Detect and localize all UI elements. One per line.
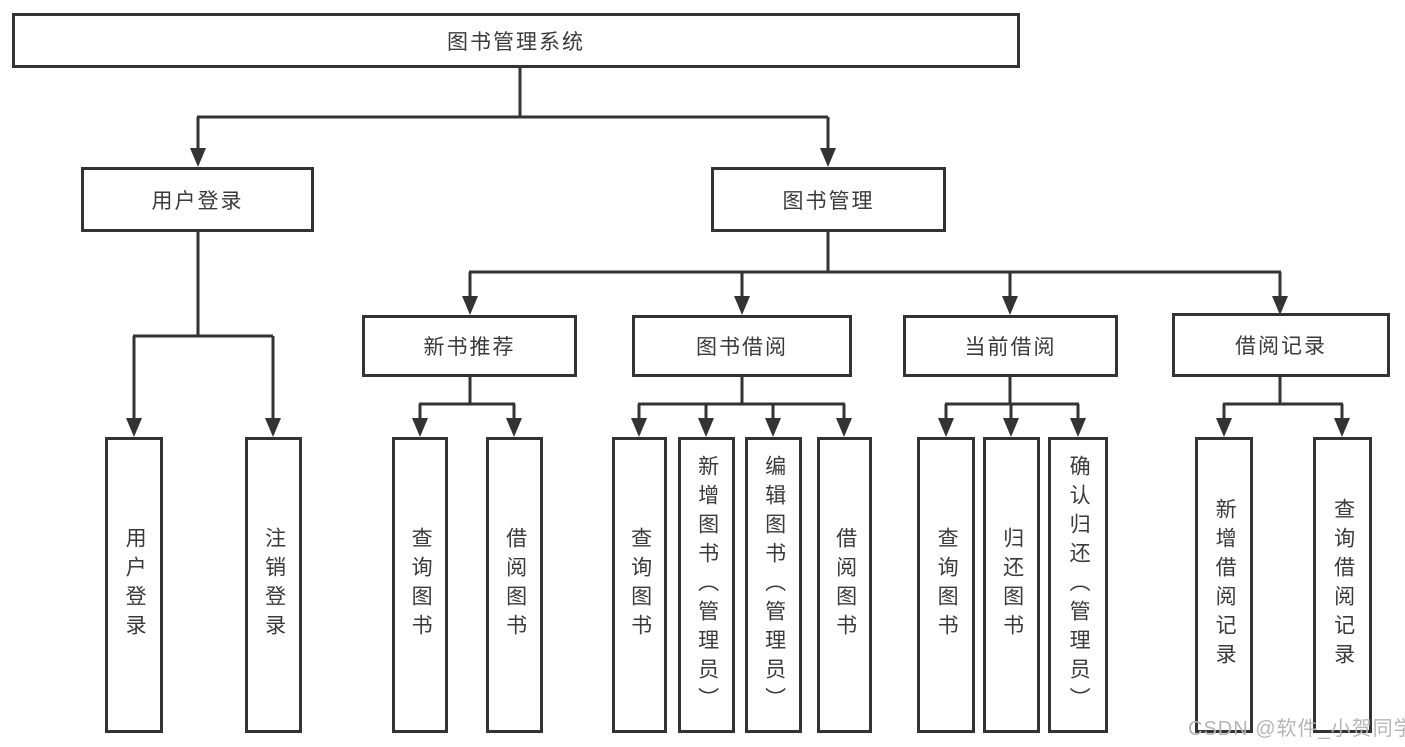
edge-book-mgmt-to-level3 [468,232,1282,301]
leaf-confirm-return-admin: 确认归还（管理员） [1048,437,1108,733]
node-label: 用户登录 [151,189,244,213]
node-label: 新增图书（管理员） [695,454,719,716]
node-label: 借阅图书 [833,527,857,643]
node-label: 查询借阅记录 [1331,498,1355,672]
leaf-borrow-books-recommend: 借阅图书 [486,437,543,733]
arrowheads [126,148,1350,437]
leaf-edit-books-admin: 编辑图书（管理员） [745,437,802,733]
node-label: 图书管理系统 [447,30,585,54]
node-book-management: 图书管理 [711,167,946,232]
node-label: 用户登录 [123,527,147,643]
leaf-logout: 注销登录 [245,437,302,733]
leaf-query-books-borrow: 查询图书 [612,437,667,733]
node-label: 当前借阅 [964,336,1057,359]
edge-book-borrow-to-leaves [637,377,846,423]
edge-user-login-to-leaves [132,232,275,423]
node-label: 新增借阅记录 [1213,498,1237,672]
node-label: 图书借阅 [696,336,788,359]
csdn-watermark: CSDN @软件_小贺同学 [1188,718,1405,740]
node-new-book-recommend: 新书推荐 [362,315,577,377]
leaf-borrow-books: 借阅图书 [817,437,872,733]
node-label: 查询图书 [409,527,433,643]
node-root-system: 图书管理系统 [12,13,1020,68]
leaf-add-borrow-record: 新增借阅记录 [1195,437,1253,733]
edge-new-book-to-leaves [418,377,516,423]
node-label: 查询图书 [935,527,959,643]
node-label: 归还图书 [1000,527,1024,643]
node-label: 借阅图书 [503,527,527,643]
node-user-login: 用户登录 [81,167,314,232]
edge-current-borrow-to-leaves [944,377,1080,423]
node-label: 编辑图书（管理员） [762,454,786,716]
leaf-user-login: 用户登录 [105,437,163,733]
node-label: 图书管理 [782,189,875,213]
node-label: 注销登录 [262,527,286,643]
node-label: 确认归还（管理员） [1067,454,1091,716]
leaf-query-borrow-record: 查询借阅记录 [1313,437,1372,733]
node-book-borrow: 图书借阅 [632,315,852,377]
edge-borrow-records-to-leaves [1222,377,1344,423]
edge-root-to-level2 [196,68,830,153]
leaf-query-books-current: 查询图书 [917,437,975,733]
leaf-query-books-recommend: 查询图书 [392,437,448,733]
leaf-add-books-admin: 新增图书（管理员） [678,437,735,733]
node-current-borrow: 当前借阅 [903,315,1118,377]
node-label: 查询图书 [628,527,652,643]
node-label: 新书推荐 [423,336,516,359]
node-label: 借阅记录 [1235,335,1327,358]
node-borrow-records: 借阅记录 [1172,313,1390,377]
leaf-return-books: 归还图书 [983,437,1040,733]
